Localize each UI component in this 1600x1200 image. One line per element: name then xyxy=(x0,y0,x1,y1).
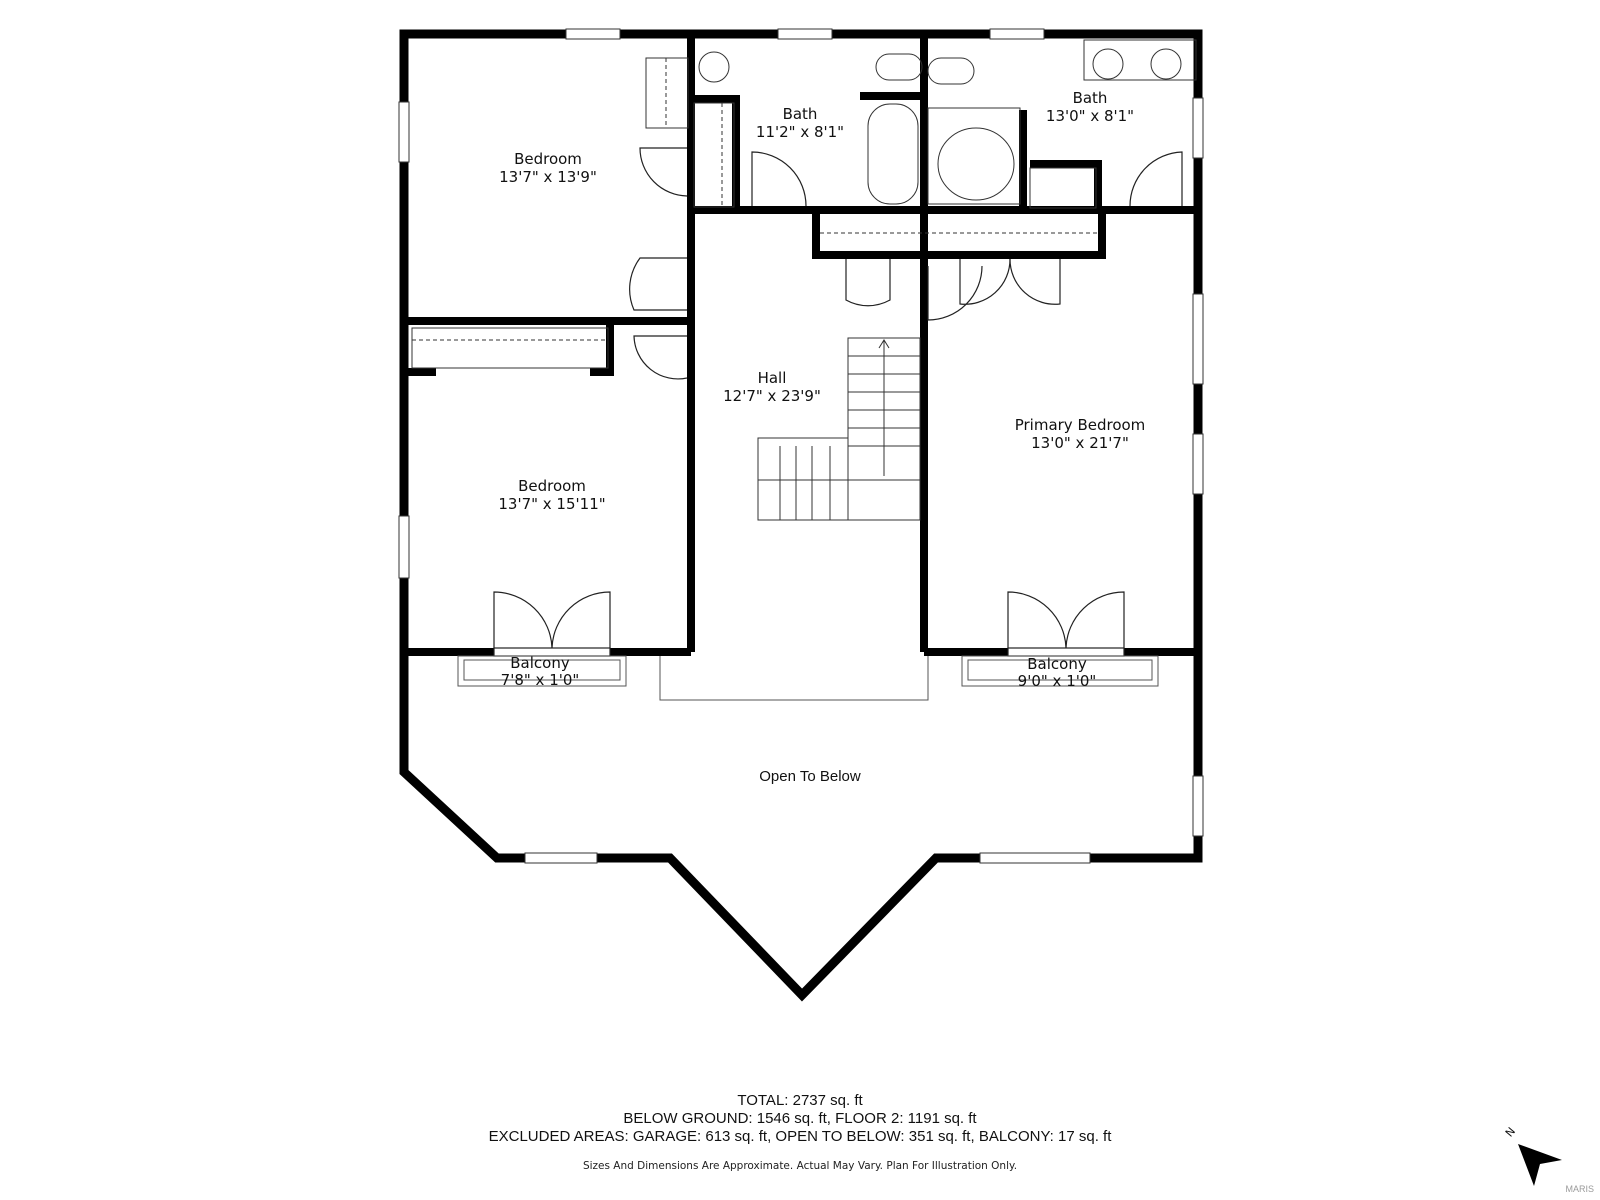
room-label-hall: Hall 12'7" x 23'9" xyxy=(723,369,821,405)
room-name: Primary Bedroom xyxy=(1014,416,1146,434)
svg-text:N: N xyxy=(1503,1125,1518,1140)
room-label-bedroom-2: Bedroom 13'7" x 15'11" xyxy=(498,477,605,513)
excluded-areas: EXCLUDED AREAS: GARAGE: 613 sq. ft, OPEN… xyxy=(488,1128,1112,1145)
room-name: Open To Below xyxy=(759,768,861,785)
north-arrow-icon: N xyxy=(1503,1125,1562,1186)
room-dimensions: 12'7" x 23'9" xyxy=(723,387,821,405)
room-dimensions: 13'0" x 21'7" xyxy=(1031,434,1129,452)
room-name: Bath xyxy=(782,105,818,123)
fixtures xyxy=(411,39,1197,369)
room-label-open-to-below: Open To Below xyxy=(759,768,860,786)
room-dimensions: 13'7" x 15'11" xyxy=(498,495,606,513)
room-dimensions: 11'2" x 8'1" xyxy=(755,123,845,141)
staircase xyxy=(757,337,921,521)
total-area: TOTAL: 2737 sq. ft xyxy=(737,1092,863,1109)
room-label-bath-2: Bath 13'0" x 8'1" xyxy=(1046,89,1134,125)
room-label-bath-1: Bath 11'2" x 8'1" xyxy=(756,105,844,141)
room-label-balcony-1: Balcony 7'8" x 1'0" xyxy=(501,655,580,689)
room-dimensions: 9'0" x 1'0" xyxy=(1017,672,1097,690)
balcony-railings xyxy=(457,655,1159,701)
windows xyxy=(398,28,1204,864)
room-dimensions: 7'8" x 1'0" xyxy=(500,671,580,689)
room-name: Bath xyxy=(1072,89,1108,107)
room-name: Balcony xyxy=(510,654,570,672)
floor-areas: BELOW GROUND: 1546 sq. ft, FLOOR 2: 1191… xyxy=(623,1110,977,1127)
room-name: Balcony xyxy=(1027,655,1087,673)
doors xyxy=(493,147,1183,657)
disclaimer: Sizes And Dimensions Are Approximate. Ac… xyxy=(582,1160,1018,1172)
room-label-balcony-2: Balcony 9'0" x 1'0" xyxy=(1018,656,1097,690)
room-name: Bedroom xyxy=(514,150,582,168)
room-name: Bedroom xyxy=(518,477,586,495)
brand-watermark: MARIS xyxy=(1565,1184,1594,1194)
room-dimensions: 13'0" x 8'1" xyxy=(1045,107,1135,125)
room-label-bedroom-1: Bedroom 13'7" x 13'9" xyxy=(499,150,597,186)
room-dimensions: 13'7" x 13'9" xyxy=(499,168,597,186)
room-name: Hall xyxy=(757,369,787,387)
area-summary: TOTAL: 2737 sq. ft BELOW GROUND: 1546 sq… xyxy=(0,1092,1600,1146)
room-label-primary-bedroom: Primary Bedroom 13'0" x 21'7" xyxy=(1015,416,1146,452)
